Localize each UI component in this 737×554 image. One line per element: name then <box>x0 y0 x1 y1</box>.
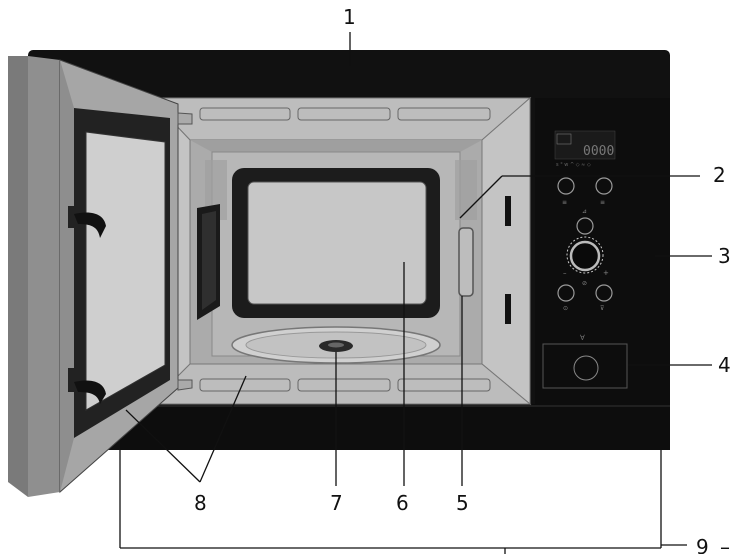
callout-9-dash: – <box>720 535 730 554</box>
callout-6: 6 <box>396 491 409 515</box>
latch-openings <box>197 204 220 320</box>
callout-2: 2 <box>713 163 726 187</box>
callout-labels: 1 2 3 4 5 6 7 8 9 – <box>194 5 731 554</box>
svg-text:s ° w ^ ◇ ≈ ◇: s ° w ^ ◇ ≈ ◇ <box>556 162 591 168</box>
svg-text:⊽: ⊽ <box>600 305 604 312</box>
turntable <box>231 326 441 364</box>
callout-8: 8 <box>194 491 207 515</box>
callout-3: 3 <box>718 244 731 268</box>
button-top-left[interactable] <box>557 177 575 195</box>
svg-text:≡: ≡ <box>562 199 567 206</box>
control-panel: 0000 s ° w ^ ◇ ≈ ◇ ≡ ≡ ⊿ – + ⊙ ⊽ ⊘ ∀ <box>535 98 670 404</box>
door <box>8 56 193 497</box>
dial-knob[interactable] <box>569 240 601 272</box>
callout-5: 5 <box>456 491 469 515</box>
svg-text:∀: ∀ <box>580 334 585 342</box>
door-release-button-frame <box>542 343 628 389</box>
svg-text:+: + <box>603 269 609 277</box>
callout-1: 1 <box>343 5 356 29</box>
installation-frame-lines <box>119 450 662 554</box>
display: 0000 s ° w ^ ◇ ≈ ◇ <box>554 130 616 168</box>
callout-4: 4 <box>718 353 731 377</box>
wave-guide-cover <box>458 227 474 297</box>
callout-7: 7 <box>330 491 343 515</box>
button-start[interactable] <box>576 217 594 235</box>
svg-text:–: – <box>563 269 567 277</box>
button-bottom-right[interactable] <box>595 284 613 302</box>
door-hinges <box>177 112 193 391</box>
svg-text:⊘: ⊘ <box>582 280 587 287</box>
button-bottom-left[interactable] <box>557 284 575 302</box>
svg-text:⊿: ⊿ <box>582 208 587 215</box>
dial-knob-ring <box>566 236 604 274</box>
svg-text:⊙: ⊙ <box>563 305 568 312</box>
door-release-button[interactable] <box>573 355 599 381</box>
svg-text:≡: ≡ <box>600 199 605 206</box>
display-digits: 0000 <box>583 144 614 159</box>
button-top-right[interactable] <box>595 177 613 195</box>
callout-leaders <box>125 32 712 546</box>
callout-9: 9 <box>696 535 709 554</box>
door-latch-hooks <box>68 206 106 404</box>
